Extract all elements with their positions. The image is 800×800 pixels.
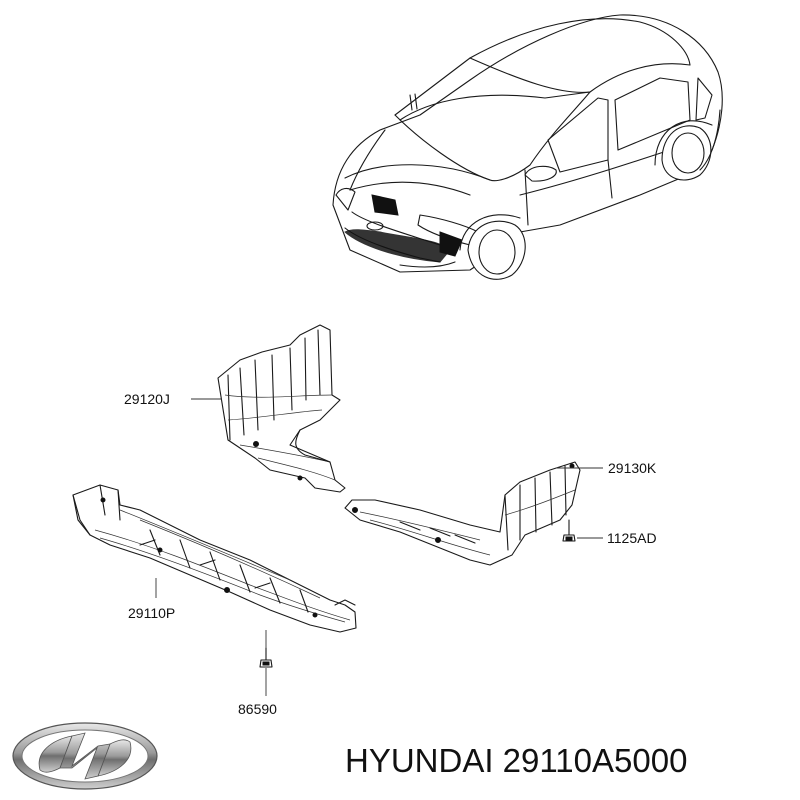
car-illustration: [332, 14, 723, 280]
label-29110p: 29110P: [128, 605, 175, 621]
leader-lines: [155, 398, 603, 696]
hyundai-logo-icon: [12, 722, 158, 790]
bolt-86590-icon: [259, 647, 273, 668]
label-86590: 86590: [238, 701, 277, 717]
caption: HYUNDAI 29110A5000: [345, 742, 687, 779]
label-29120j: 29120J: [124, 391, 170, 407]
part-29130k-drawing: [344, 461, 581, 566]
part-29120j-drawing: [217, 324, 346, 493]
bolt-1125ad-icon: [562, 519, 576, 542]
label-29130k: 29130K: [608, 460, 657, 476]
label-1125ad: 1125AD: [607, 530, 657, 546]
part-29110p-drawing: [72, 484, 357, 633]
